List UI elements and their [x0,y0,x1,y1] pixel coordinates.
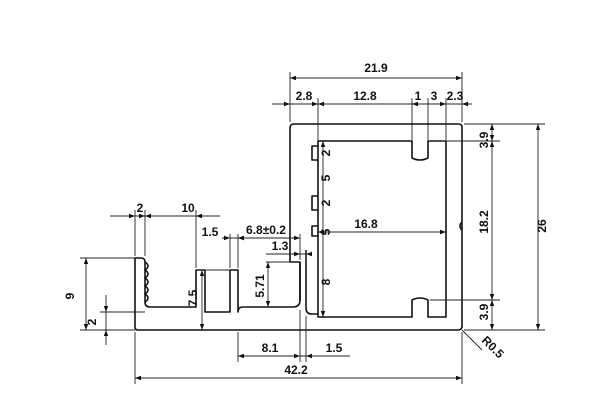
arrowhead [489,124,495,130]
dim-right-mid: 18.2 [477,210,491,234]
dim-h-7-5: 7.5 [186,289,200,306]
dim-inner-5a: 5 [319,174,333,181]
arrowhead [145,213,151,219]
arrowhead [103,306,109,312]
arrowhead [224,235,230,241]
dim-bottom-1-5: 1.5 [326,341,343,355]
arrowhead [489,141,495,147]
arrowhead [489,294,495,300]
dim-top-right: 2.3 [447,89,464,103]
arrowhead [284,101,290,107]
arrowhead [456,75,462,81]
dim-slot-tol: 6.8±0.2 [246,223,286,237]
arrowhead [320,311,326,317]
dim-top-1: 1 [415,89,422,103]
dim-right-top: 3.9 [477,131,491,148]
arrowhead [290,75,296,81]
dim-lip-10: 10 [181,201,195,215]
dim-h-5-71: 5.71 [253,274,267,298]
dim-left-2: 2 [85,318,99,325]
arrowhead [103,330,109,336]
arrowhead [489,300,495,306]
profile-web [299,250,318,315]
dim-inner-2b: 2 [319,199,333,206]
profile-inner-cavity [317,140,447,318]
arrowhead [440,229,446,235]
dim-top-left: 2.8 [296,89,313,103]
arrowhead [440,101,446,107]
arrowhead [238,353,244,359]
profile-serrations [144,261,149,303]
dim-right-total: 26 [535,219,549,233]
dim-bottom-total: 42.2 [284,363,308,377]
arrowhead [312,101,318,107]
dim-top-3: 3 [431,89,438,103]
dim-slot-1-5: 1.5 [202,225,219,239]
dim-left-9: 9 [63,292,77,299]
arrowhead [139,213,145,219]
arrowhead [320,141,326,147]
dimension-labels: 21.9 2.8 12.8 1 3 2.3 3.9 18.2 3.9 26 2 … [63,61,549,377]
arrowhead [306,353,312,359]
arrowhead [489,135,495,141]
dim-inner-5b: 5 [319,228,333,235]
profile-outer-contour [134,123,463,331]
arrowhead [199,324,205,330]
arrowhead [83,258,89,264]
arrowhead [318,229,324,235]
arrowhead [318,101,324,107]
dim-radius: R0.5 [479,333,507,361]
arrowhead [456,375,462,381]
arrowhead [306,251,312,257]
dim-inner-2a: 2 [319,149,333,156]
arrowhead [83,324,89,330]
profile-side-notch [459,221,463,231]
arrowhead [462,101,468,107]
dim-lip-2: 2 [137,201,144,215]
arrowhead [535,324,541,330]
arrowhead [294,235,300,241]
dim-inner-8: 8 [319,278,333,285]
arrowhead [129,213,135,219]
arrowhead [489,324,495,330]
dim-top-total: 21.9 [364,61,388,75]
profile-outline [134,123,463,331]
profile-wall-steps [311,145,318,237]
dim-gap-1-3: 1.3 [272,239,289,253]
arrowhead [412,101,418,107]
arrowhead [196,213,202,219]
arrowhead [535,124,541,130]
dim-inner-width: 16.8 [354,217,378,231]
arrowhead [265,262,271,268]
arrowhead [238,235,244,241]
arrowhead [265,301,271,307]
dim-right-bottom: 3.9 [477,303,491,320]
arrowhead [135,375,141,381]
dim-bottom-8-1: 8.1 [262,341,279,355]
arrowhead [199,270,205,276]
dim-top-mid: 12.8 [353,89,377,103]
arrowhead [294,353,300,359]
arrowhead [294,251,300,257]
dimension-arrows [83,75,541,381]
